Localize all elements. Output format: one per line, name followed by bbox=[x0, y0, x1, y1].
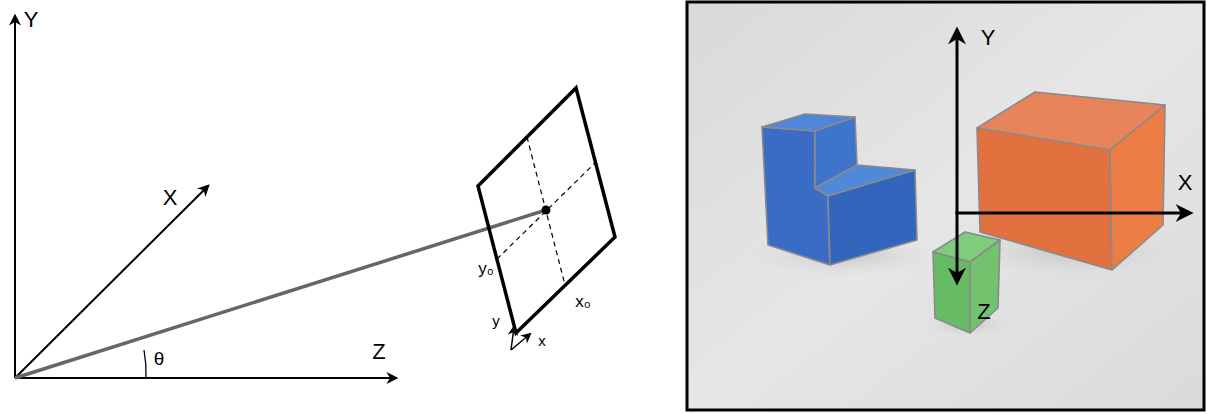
green-block bbox=[933, 232, 1000, 333]
axis-label: x₀ bbox=[575, 293, 591, 310]
image-plane-outline bbox=[478, 88, 615, 333]
image-plane bbox=[478, 88, 615, 350]
world-axes bbox=[956, 30, 1191, 282]
plane-dashed-line bbox=[497, 162, 596, 259]
block-face bbox=[970, 240, 1000, 333]
axis-label: Y bbox=[24, 9, 39, 31]
y-axis bbox=[956, 30, 959, 213]
camera-axes bbox=[15, 16, 546, 378]
axis-label: y₀ bbox=[478, 260, 494, 277]
block-face bbox=[933, 252, 970, 333]
blue-block bbox=[762, 114, 917, 265]
photo bbox=[687, 2, 1204, 410]
z-axis bbox=[15, 377, 396, 379]
axis-label: Z bbox=[372, 341, 385, 363]
z-axis bbox=[956, 213, 959, 282]
axis-label: x bbox=[538, 333, 546, 348]
image-x-axis bbox=[511, 334, 530, 350]
block-face bbox=[1110, 105, 1165, 270]
image-y-axis bbox=[511, 327, 514, 350]
x-axis bbox=[956, 212, 1191, 215]
angle-arc bbox=[144, 350, 146, 378]
projection-ray bbox=[15, 210, 546, 378]
orange-block bbox=[977, 92, 1165, 270]
axis-label: X bbox=[1178, 172, 1193, 194]
photo-background bbox=[687, 2, 1204, 410]
photo-frame bbox=[687, 2, 1204, 410]
axis-label: X bbox=[163, 187, 178, 209]
angle-label: θ bbox=[154, 349, 165, 368]
y-axis bbox=[14, 16, 16, 378]
axis-label: Y bbox=[981, 27, 996, 49]
axis-label: y bbox=[492, 313, 500, 328]
principal-point bbox=[542, 206, 551, 215]
axis-label: Z bbox=[977, 301, 990, 323]
block-face bbox=[828, 170, 917, 265]
plane-dashed-line bbox=[527, 137, 565, 285]
